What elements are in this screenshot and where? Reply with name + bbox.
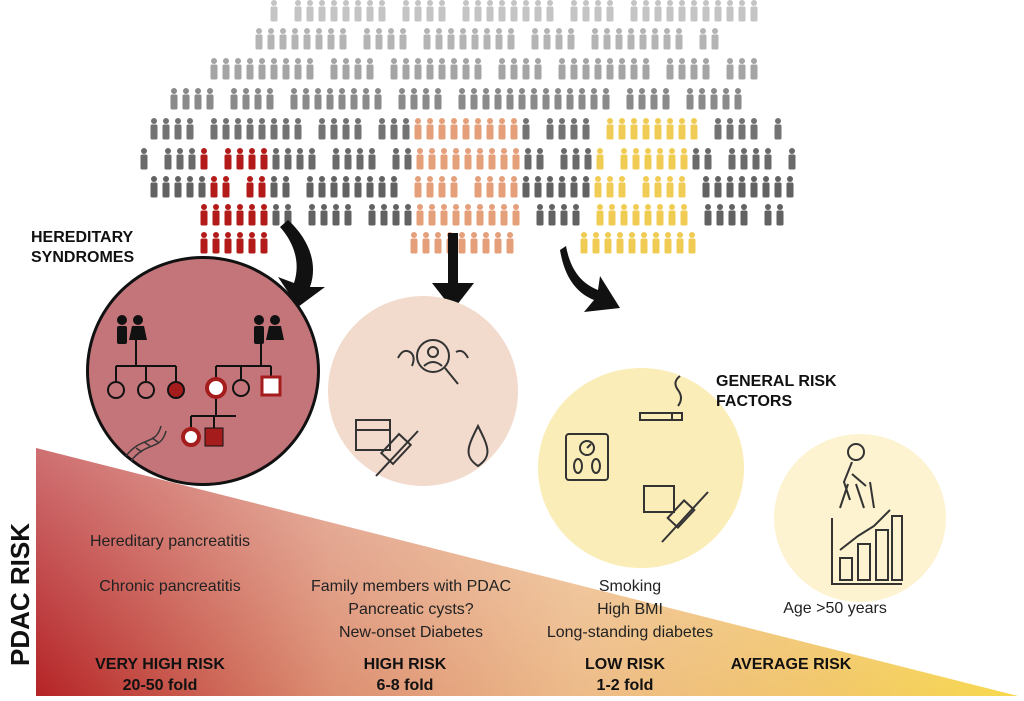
risk-very-high-level: VERY HIGH RISK: [95, 656, 225, 673]
item-age-over-50: Age >50 years: [783, 600, 887, 617]
item-high-bmi: High BMI: [597, 601, 663, 618]
dna-icon: [125, 425, 167, 462]
average-risk-icons: [831, 443, 903, 585]
injection-icon: [643, 485, 709, 543]
elderly-person-icon: [839, 443, 875, 509]
item-pancreatic-cysts: Pancreatic cysts?: [348, 601, 474, 618]
hereditary-circle: [86, 256, 320, 486]
arrow-factors-icon: [560, 246, 620, 312]
bar-chart-icon: [831, 509, 903, 585]
general-risk-heading: GENERAL RISK FACTORS: [716, 372, 837, 412]
risk-low-level: LOW RISK: [585, 656, 665, 673]
pdac-risk-axis-label: PDAC RISK: [5, 522, 35, 666]
item-chronic-pancreatitis: Chronic pancreatitis: [99, 578, 241, 595]
parents-left-icon: [117, 315, 147, 344]
cigarette-icon: [639, 375, 683, 421]
hereditary-heading: HEREDITARY SYNDROMES: [31, 228, 134, 268]
risk-very-high: VERY HIGH RISK 20-50 fold: [70, 654, 250, 696]
population-crowd: [140, 0, 796, 254]
item-family-members-pdac: Family members with PDAC: [310, 578, 512, 595]
risk-high-level: HIGH RISK: [363, 656, 447, 673]
risk-average: AVERAGE RISK: [706, 654, 876, 675]
item-hereditary-pancreatitis: Hereditary pancreatitis: [89, 533, 251, 550]
hereditary-heading-line2: SYNDROMES: [31, 249, 135, 266]
risk-triangle: [36, 448, 1018, 696]
family-search-icon: [397, 339, 469, 385]
low-risk-icons: [565, 375, 709, 543]
arrow-hereditary-icon: [278, 220, 325, 307]
risk-average-level: AVERAGE RISK: [730, 656, 852, 673]
injection-icon: [355, 419, 419, 477]
general-risk-heading-line2: FACTORS: [716, 393, 793, 410]
risk-low: LOW RISK 1-2 fold: [560, 654, 690, 696]
high-risk-icons: [355, 339, 489, 477]
parents-right-icon: [254, 315, 284, 344]
risk-high: HIGH RISK 6-8 fold: [330, 654, 480, 696]
item-smoking: Smoking: [598, 578, 662, 595]
risk-high-fold: 6-8 fold: [376, 677, 434, 694]
pedigree-chart: [107, 315, 284, 462]
risk-very-high-fold: 20-50 fold: [122, 677, 198, 694]
hereditary-heading-line1: HEREDITARY: [31, 229, 134, 246]
general-risk-heading-line1: GENERAL RISK: [716, 373, 837, 390]
arrow-general-icon: [432, 233, 474, 310]
blood-drop-icon: [467, 423, 489, 468]
risk-low-fold: 1-2 fold: [596, 677, 654, 694]
low-risk-circle: [538, 368, 744, 568]
scale-icon: [565, 433, 609, 481]
average-risk-circle: [774, 434, 946, 602]
item-long-standing-diabetes: Long-standing diabetes: [546, 624, 714, 641]
item-new-onset-diabetes: New-onset Diabetes: [338, 624, 484, 641]
